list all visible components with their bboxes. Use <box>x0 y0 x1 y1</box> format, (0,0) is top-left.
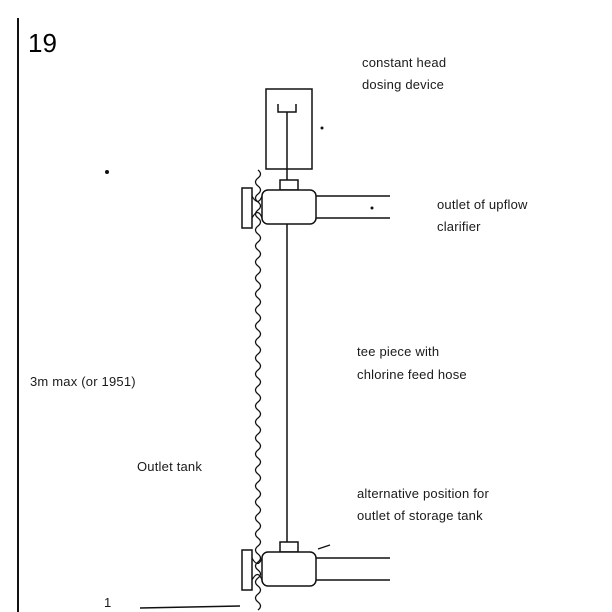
dosing-device <box>265 88 313 170</box>
upper-tee-piece <box>241 179 390 229</box>
figure-number: 19 <box>28 28 57 58</box>
label-outlet-1: outlet of upflow <box>437 197 528 212</box>
label-dosing-device-1: constant head <box>362 55 447 70</box>
label-bottom-mark: 1 <box>104 595 112 610</box>
label-volume: 3m max (or 1951) <box>30 374 136 389</box>
label-tee-2: chlorine feed hose <box>357 367 467 382</box>
label-tank: Outlet tank <box>137 459 203 474</box>
label-dosing-device-2: dosing device <box>362 77 445 92</box>
label-outlet-2: clarifier <box>437 219 481 234</box>
stray-dot <box>320 126 324 130</box>
stray-dot <box>105 170 109 174</box>
label-alt-position-1: alternative position for <box>357 486 489 501</box>
stray-dot <box>370 206 374 210</box>
lower-tee-piece <box>241 541 390 591</box>
label-alt-position-2: outlet of storage tank <box>357 508 483 523</box>
tank-wall <box>254 169 262 611</box>
bottom-line <box>139 605 241 609</box>
label-tee-1: tee piece with <box>357 344 440 359</box>
